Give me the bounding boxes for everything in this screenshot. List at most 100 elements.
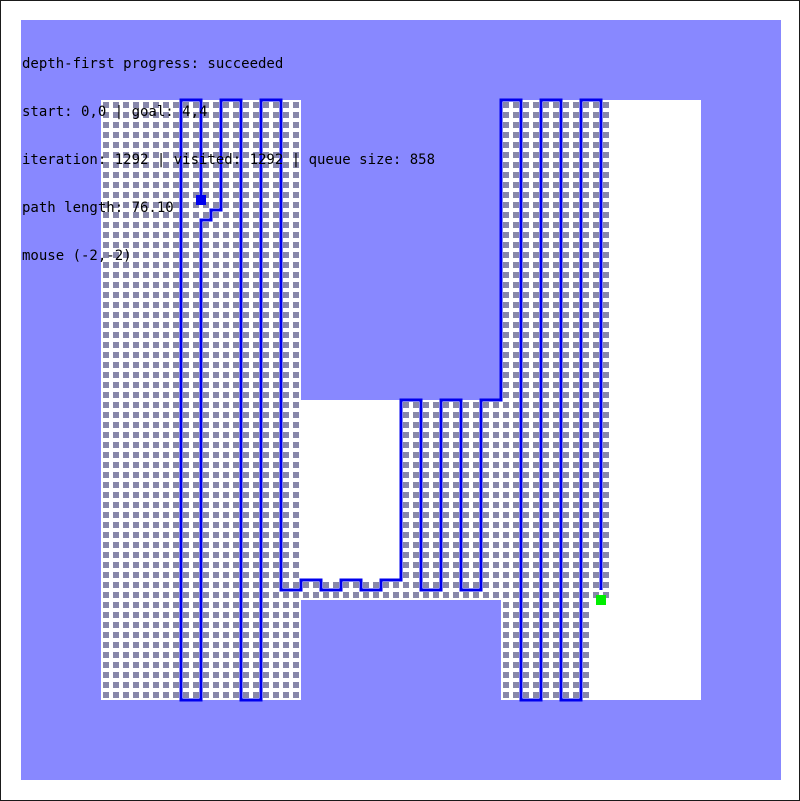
visited-cell	[293, 442, 299, 448]
visited-cell	[493, 452, 499, 458]
visited-cell	[223, 642, 229, 648]
visited-cell	[273, 562, 279, 568]
visited-cell	[583, 412, 589, 418]
visited-cell	[483, 502, 489, 508]
visited-cell	[163, 142, 169, 148]
visited-cell	[213, 502, 219, 508]
visited-cell	[573, 282, 579, 288]
visited-cell	[523, 242, 529, 248]
visited-cell	[413, 442, 419, 448]
visited-cell	[243, 562, 249, 568]
visited-cell	[103, 402, 109, 408]
visited-cell	[273, 142, 279, 148]
visited-cell	[163, 412, 169, 418]
visited-cell	[533, 402, 539, 408]
visited-cell	[253, 282, 259, 288]
visited-cell	[503, 602, 509, 608]
visited-cell	[263, 262, 269, 268]
visited-cell	[113, 412, 119, 418]
visited-cell	[223, 472, 229, 478]
visited-cell	[443, 572, 449, 578]
visited-cell	[453, 412, 459, 418]
visited-cell	[413, 432, 419, 438]
visited-cell	[543, 682, 549, 688]
visited-cell	[513, 172, 519, 178]
visited-cell	[163, 382, 169, 388]
visited-cell	[573, 412, 579, 418]
visited-cell	[233, 112, 239, 118]
visited-cell	[213, 642, 219, 648]
visited-cell	[113, 162, 119, 168]
visited-cell	[203, 432, 209, 438]
visited-cell	[213, 192, 219, 198]
visited-cell	[563, 572, 569, 578]
visited-cell	[243, 182, 249, 188]
visited-cell	[213, 412, 219, 418]
visited-cell	[103, 302, 109, 308]
visited-cell	[113, 192, 119, 198]
visited-cell	[183, 582, 189, 588]
visited-cell	[183, 412, 189, 418]
visited-cell	[563, 132, 569, 138]
visited-cell	[213, 372, 219, 378]
visited-cell	[463, 572, 469, 578]
visited-cell	[163, 272, 169, 278]
visited-cell	[123, 532, 129, 538]
visited-cell	[173, 212, 179, 218]
visited-cell	[123, 362, 129, 368]
visited-cell	[533, 652, 539, 658]
visited-cell	[103, 162, 109, 168]
visited-cell	[113, 462, 119, 468]
visited-cell	[513, 562, 519, 568]
visited-cell	[213, 602, 219, 608]
visited-cell	[603, 352, 609, 358]
visited-cell	[213, 352, 219, 358]
visited-cell	[293, 602, 299, 608]
visited-cell	[543, 582, 549, 588]
visited-cell	[583, 262, 589, 268]
visited-cell	[553, 152, 559, 158]
visited-cell	[133, 292, 139, 298]
visited-cell	[283, 462, 289, 468]
visited-cell	[213, 232, 219, 238]
visited-cell	[583, 602, 589, 608]
visited-cell	[153, 232, 159, 238]
visited-cell	[253, 272, 259, 278]
visited-cell	[183, 382, 189, 388]
visited-cell	[133, 362, 139, 368]
visited-cell	[223, 122, 229, 128]
visited-cell	[153, 172, 159, 178]
visited-cell	[523, 362, 529, 368]
visited-cell	[583, 232, 589, 238]
visited-cell	[143, 632, 149, 638]
visited-cell	[553, 132, 559, 138]
visited-cell	[233, 692, 239, 698]
visited-cell	[593, 262, 599, 268]
visited-cell	[523, 502, 529, 508]
visited-cell	[173, 432, 179, 438]
visited-cell	[223, 342, 229, 348]
visited-cell	[183, 642, 189, 648]
visited-cell	[103, 552, 109, 558]
visited-cell	[473, 412, 479, 418]
visited-cell	[543, 132, 549, 138]
visited-cell	[263, 352, 269, 358]
visited-cell	[583, 572, 589, 578]
visited-cell	[503, 112, 509, 118]
visited-cell	[133, 152, 139, 158]
visited-cell	[123, 452, 129, 458]
visited-cell	[553, 452, 559, 458]
visited-cell	[573, 422, 579, 428]
visited-cell	[523, 332, 529, 338]
visited-cell	[243, 442, 249, 448]
visited-cell	[523, 562, 529, 568]
visited-cell	[213, 662, 219, 668]
visited-cell	[213, 262, 219, 268]
visited-cell	[433, 402, 439, 408]
visited-cell	[263, 332, 269, 338]
visited-cell	[493, 512, 499, 518]
visited-cell	[423, 492, 429, 498]
visited-cell	[113, 272, 119, 278]
visited-cell	[193, 302, 199, 308]
